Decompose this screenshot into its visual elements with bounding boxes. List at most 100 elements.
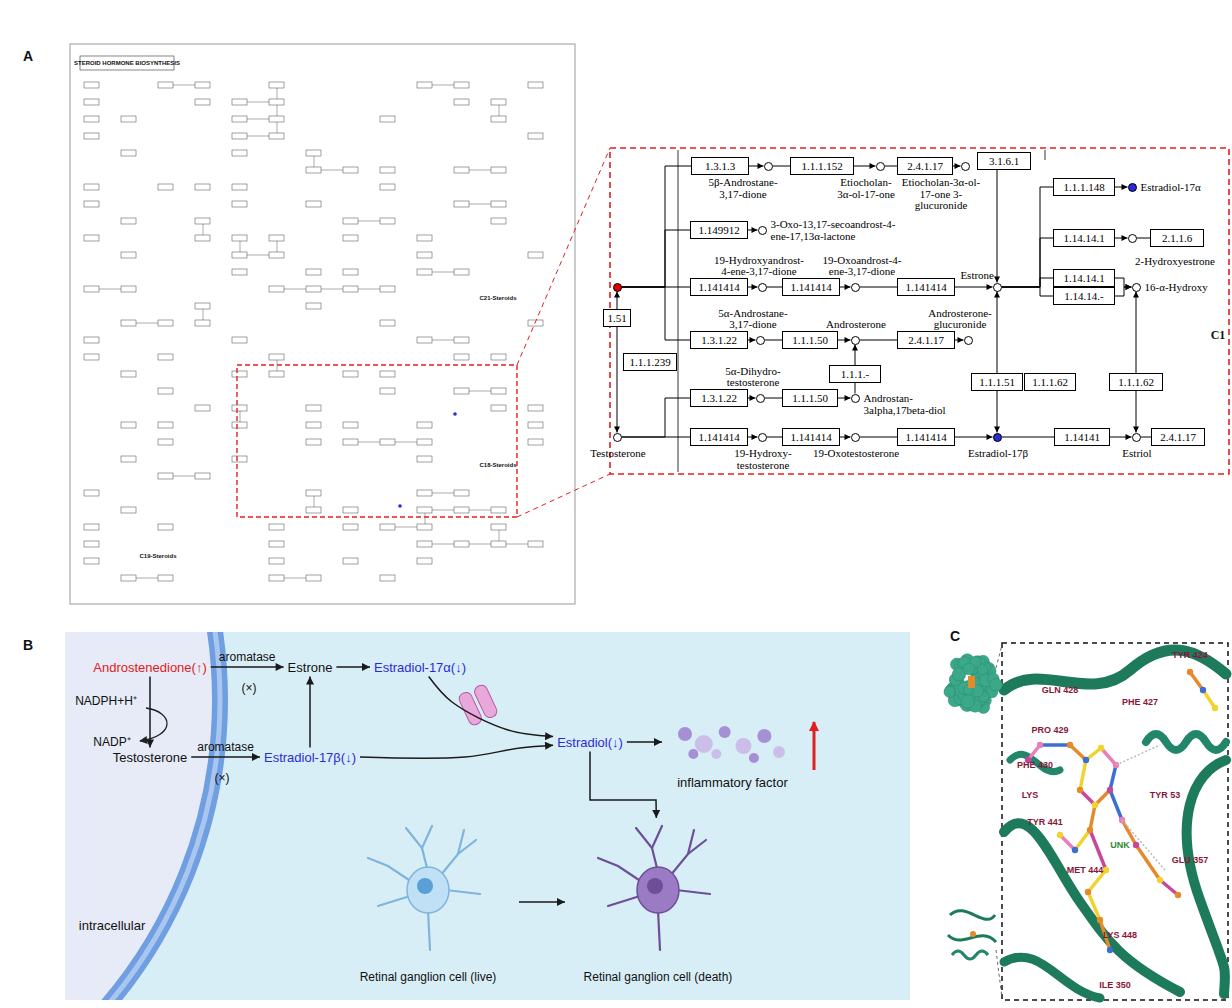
connector bbox=[955, 340, 964, 341]
connector bbox=[855, 383, 856, 394]
connector bbox=[429, 677, 553, 737]
drawn-rect bbox=[528, 439, 543, 445]
map-divider bbox=[678, 150, 679, 472]
drawn-line bbox=[432, 340, 454, 341]
ec-number: 1.1.1.51 bbox=[979, 376, 1015, 388]
drawn-line bbox=[284, 578, 306, 579]
ec-number: 1.1.1.239 bbox=[629, 356, 670, 368]
drawn-line bbox=[99, 289, 121, 290]
enzyme-box: 1.1.1.50 bbox=[782, 331, 838, 349]
drawn-rect bbox=[491, 541, 506, 547]
enzyme-box: 1.1.1.51 bbox=[971, 373, 1023, 391]
compound-circle: 19-Hydroxyandrost-4-ene-3,17-dione bbox=[758, 283, 767, 292]
residue-label: ILE 350 bbox=[1099, 980, 1131, 990]
connector bbox=[860, 287, 898, 288]
connector bbox=[627, 741, 662, 743]
drawn-line bbox=[1075, 830, 1090, 850]
drawn-rect bbox=[343, 167, 358, 173]
drawn-circle bbox=[1057, 832, 1063, 838]
enzyme-box: 2.4.1.17 bbox=[897, 331, 955, 349]
drawn-line bbox=[203, 309, 204, 320]
drawn-line bbox=[277, 105, 278, 116]
compound-circle: 5α-Androstane-3,17-dione bbox=[756, 336, 765, 345]
drawn-rect bbox=[343, 218, 358, 224]
ribbon bbox=[1187, 760, 1226, 994]
enzyme-box: 1.141414 bbox=[782, 278, 840, 296]
compound-circle: 19-Oxoandrost-4-ene-3,17-dione bbox=[851, 283, 860, 292]
metabolite-name: Estrone bbox=[284, 658, 337, 677]
zoom-panel-frame bbox=[610, 148, 1229, 474]
connector bbox=[622, 166, 692, 287]
ec-number: 2.4.1.17 bbox=[1160, 431, 1196, 443]
connector bbox=[1002, 437, 1055, 438]
drawn-rect bbox=[306, 150, 321, 156]
drawn-rect bbox=[417, 507, 432, 513]
compound-circle: 19-Oxotestosterone bbox=[851, 433, 860, 442]
connector bbox=[1002, 287, 1054, 296]
factor-dot bbox=[773, 746, 785, 758]
ganglion-cell: Retinal ganglion cell (death) bbox=[565, 818, 751, 986]
compound-circle: Androsterone bbox=[851, 336, 860, 345]
connector bbox=[748, 398, 756, 399]
compound-circle: 3-Oxo-13,17-secoandrost-4-ene-17,13α-lac… bbox=[758, 226, 767, 235]
drawn-rect bbox=[454, 99, 469, 105]
connector bbox=[191, 756, 260, 758]
ec-number: 2.4.1.17 bbox=[908, 334, 944, 346]
drawn-rect bbox=[158, 354, 173, 360]
drawn-rect bbox=[380, 388, 395, 394]
ec-number: 1.1.1.152 bbox=[801, 160, 842, 172]
drawn-rect bbox=[491, 405, 506, 411]
drawn-circle bbox=[1085, 889, 1091, 895]
drawn-rect bbox=[84, 184, 99, 190]
connector bbox=[309, 677, 311, 748]
drawn-circle bbox=[961, 695, 974, 708]
drawn-circle bbox=[453, 412, 457, 416]
drawn-rect bbox=[121, 456, 136, 462]
drawn-rect bbox=[232, 405, 247, 411]
protein-surface bbox=[944, 654, 1002, 714]
drawn-circle bbox=[1098, 745, 1104, 751]
drawn-rect bbox=[491, 99, 506, 105]
connector bbox=[360, 745, 553, 758]
drawn-rect bbox=[121, 116, 136, 122]
drawn-line bbox=[136, 323, 158, 324]
connector bbox=[854, 166, 876, 167]
enzyme-box: 1.141414 bbox=[690, 278, 748, 296]
connector bbox=[840, 437, 851, 438]
metabolite-name: Androstenedione(↑) bbox=[89, 658, 210, 677]
drawn-rect bbox=[454, 490, 469, 496]
drawn-rect bbox=[380, 286, 395, 292]
intracellular-area bbox=[65, 632, 220, 1000]
connector bbox=[622, 230, 691, 287]
drawn-rect bbox=[528, 422, 543, 428]
drawn-rect bbox=[417, 422, 432, 428]
drawn-rect bbox=[968, 676, 975, 688]
drawn-rect bbox=[306, 490, 321, 496]
drawn-rect bbox=[84, 116, 99, 122]
drawn-line bbox=[321, 289, 343, 290]
ribbon bbox=[1004, 823, 1180, 992]
enzyme-box: 1.141414 bbox=[897, 278, 955, 296]
panel-letter: A bbox=[23, 48, 33, 64]
drawn-rect bbox=[158, 439, 173, 445]
ec-number: 1.1.1.- bbox=[841, 368, 869, 380]
connector bbox=[997, 170, 998, 283]
node-text: Estradiol-17α(↓) bbox=[374, 660, 466, 675]
enzyme-box: 1.1.1.62 bbox=[1024, 373, 1076, 391]
ec-number: 1.1.1.62 bbox=[1118, 376, 1154, 388]
ec-number: 2.4.1.17 bbox=[907, 160, 943, 172]
drawn-rect bbox=[269, 99, 284, 105]
compound-circle: Androstan-3alpha,17beta-diol bbox=[851, 394, 860, 403]
annotation: C19-Steroids bbox=[139, 553, 176, 559]
ec-number: 3.1.6.1 bbox=[989, 155, 1019, 167]
map-divider bbox=[1045, 150, 1046, 160]
connector bbox=[953, 166, 961, 167]
drawn-line bbox=[321, 170, 343, 171]
protein-cartoon bbox=[948, 911, 996, 959]
drawn-line bbox=[1080, 760, 1086, 790]
drawn-rect bbox=[343, 439, 358, 445]
connector bbox=[1002, 278, 1054, 287]
compound-name: Estrone bbox=[960, 270, 994, 282]
connector bbox=[1141, 437, 1152, 438]
drawn-rect bbox=[491, 167, 506, 173]
